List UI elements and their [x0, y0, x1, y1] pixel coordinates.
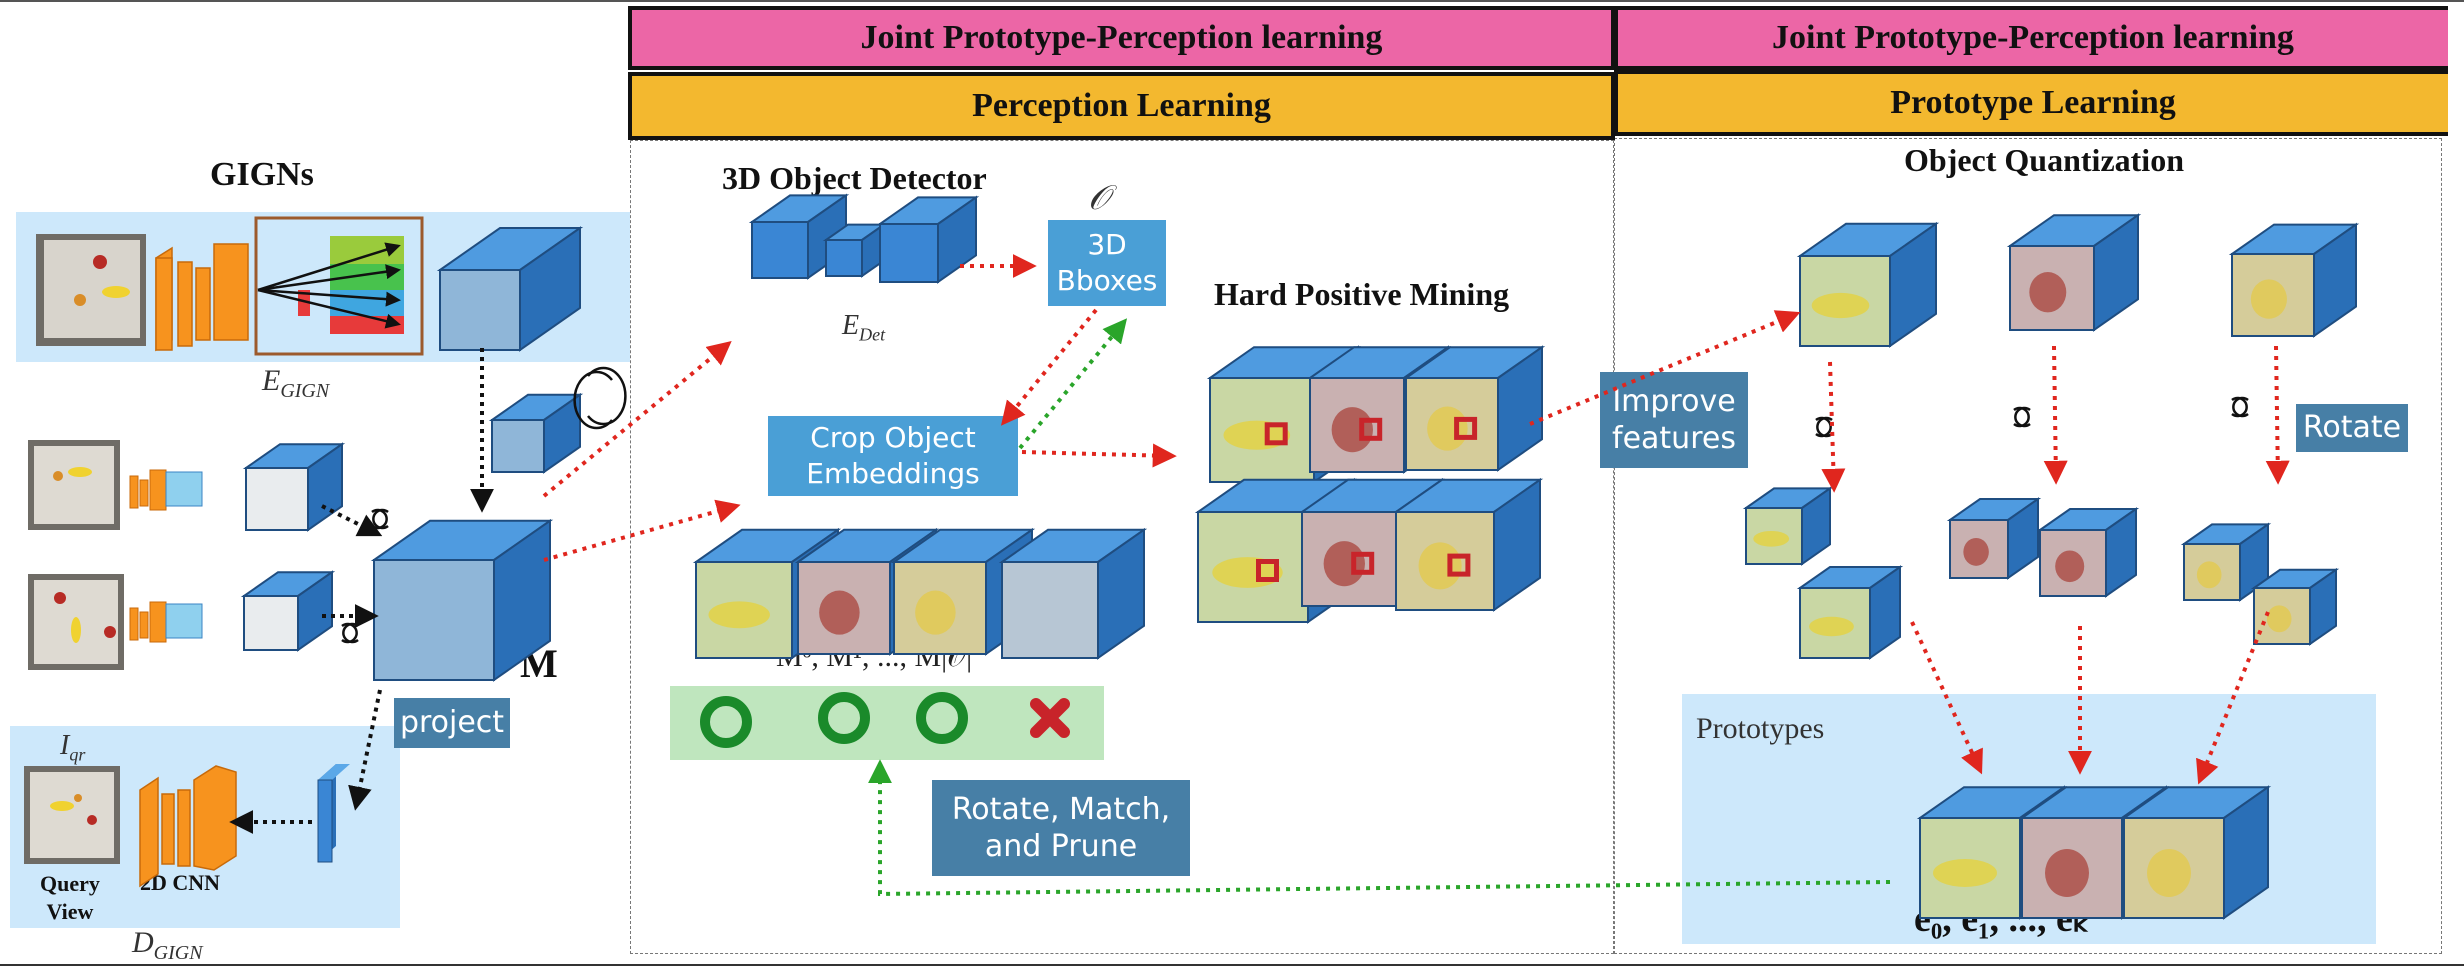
mined-cube-3	[1402, 345, 1546, 472]
quantization-title: Object Quantization	[1904, 142, 2184, 178]
query-symbol: Iqr	[60, 730, 86, 765]
quant-cube-apple	[2006, 213, 2142, 332]
rot-cube-lemon-1	[2180, 522, 2272, 602]
top-border	[0, 0, 2464, 2]
rotate-icons	[341, 366, 2249, 644]
object-embedding-0	[692, 527, 842, 660]
perception-frame	[630, 140, 1614, 954]
banner-joint-right: Joint Prototype-Perception learning	[1614, 6, 2448, 70]
memory-cube-main	[370, 518, 554, 682]
project-label: project	[394, 698, 510, 748]
red-arrows	[542, 254, 2290, 785]
det-label: EDet	[842, 310, 886, 345]
quant-cube-lemon	[2228, 222, 2360, 338]
decoder-label: DGIGN	[132, 926, 203, 964]
rot-cube-lemon-2	[2250, 567, 2340, 646]
rot-cube-apple-1	[1946, 497, 2042, 580]
crop-embeddings-box: Crop Object Embeddings	[768, 416, 1018, 496]
mini-encoder-3	[129, 601, 203, 643]
reject-mark	[1030, 698, 1070, 738]
rot-cube-banana-1	[1742, 486, 1834, 566]
rot-cube-apple-2	[2036, 507, 2140, 598]
green-arrows	[868, 318, 1891, 897]
detector-block-2	[822, 222, 888, 278]
encoder-label: EGIGN	[262, 364, 330, 402]
detector-title: 3D Object Detector	[722, 160, 987, 196]
black-arrows	[229, 348, 494, 834]
quant-cube-banana	[1796, 221, 1940, 348]
gign-title: GIGNs	[210, 156, 314, 193]
mining-title: Hard Positive Mining	[1214, 276, 1510, 312]
banner-prototype: Prototype Learning	[1614, 70, 2448, 136]
match-mark-2	[818, 692, 870, 744]
memory-cube-small	[488, 392, 584, 474]
cnn-decoder	[139, 765, 237, 888]
rotate-label: Rotate	[2296, 404, 2408, 452]
memory-cube-encoder	[436, 226, 584, 352]
feature-grid-box	[254, 216, 424, 356]
banner-perception: Perception Learning	[628, 72, 1615, 140]
prototype-cube-2	[2120, 785, 2272, 920]
scene-photo-1	[36, 234, 146, 346]
o-symbol: 𝒪	[1088, 180, 1110, 217]
scene-photo-3	[28, 574, 124, 670]
banner-joint-left: Joint Prototype-Perception learning	[628, 6, 1615, 70]
detector-block-3	[876, 195, 980, 284]
improve-features-label: Improve features	[1600, 372, 1748, 468]
memory-cube-row3	[240, 570, 336, 652]
object-embedding-3	[998, 527, 1148, 660]
match-mark-1	[700, 696, 752, 748]
mini-encoder-2	[129, 469, 203, 511]
rotate-match-prune-label: Rotate, Match, and Prune	[932, 780, 1190, 876]
mined-cube-6	[1392, 477, 1544, 612]
memory-cube-row2	[242, 442, 346, 532]
rot-cube-banana-2	[1796, 565, 1904, 660]
match-mark-3	[916, 692, 968, 744]
prototype-frame	[1614, 138, 2442, 954]
query-view-label: Query View	[40, 871, 100, 924]
scene-photo-2	[28, 440, 120, 530]
encoder-network	[155, 243, 249, 352]
scene-photo-query	[24, 766, 120, 864]
bboxes-box: 3D Bboxes	[1048, 220, 1166, 306]
decoder-slab	[317, 764, 350, 863]
bottom-border	[0, 964, 2464, 966]
prototypes-label: Prototypes	[1696, 712, 1825, 745]
detector-block-1	[748, 193, 850, 280]
